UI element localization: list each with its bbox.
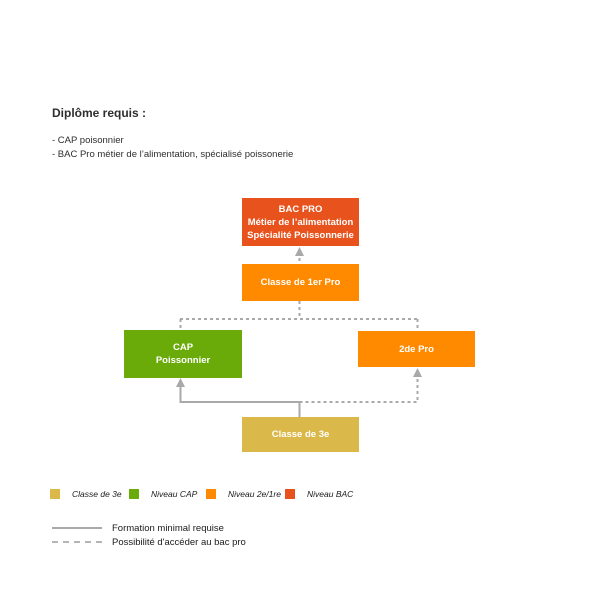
requirement-item-cap: - CAP poisonnier [52,135,124,146]
requirements-list: - CAP poisonnier - BAC Pro métier de l’a… [52,134,293,161]
legend-label-classe-3e: Classe de 3e [72,489,122,499]
solid-line-sample [52,527,102,529]
node-bac-pro: BAC PRO Métier de l’alimentation Spécial… [242,198,359,246]
legend-item-niveau-cap: Niveau CAP [129,489,197,499]
legend-swatch-niveau-cap [129,489,139,499]
legend-swatch-classe-3e [50,489,60,499]
legend-row-solid: Formation minimal requise [52,521,246,535]
legend-label-niveau-bac: Niveau BAC [307,489,354,499]
node-classe-1er-pro-label: Classe de 1er Pro [260,277,341,288]
node-classe-3e-label: Classe de 3e [271,429,330,440]
legend-label-niveau-cap: Niveau CAP [151,489,198,499]
node-cap-line2: Poissonnier [155,355,211,366]
dashed-line-3e-2depro [299,378,419,403]
dashed-line-sample [52,541,102,543]
legend-item-niveau-bac: Niveau BAC [285,489,353,499]
node-bac-pro-line2: Métier de l’alimentation [247,216,354,228]
node-cap-poissonnier: CAP Poissonnier [124,330,242,378]
arrowhead-to-2depro [413,368,422,377]
legend-label-niveau-2e1re: Niveau 2e/1re [228,489,281,499]
legend-label-dashed: Possibilité d'accéder au bac pro [112,536,246,548]
legend-item-niveau-2e1re: Niveau 2e/1re [206,489,281,499]
node-classe-3e: Classe de 3e [242,417,359,452]
legend-swatch-niveau-bac [285,489,295,499]
node-2de-pro-label: 2de Pro [399,343,434,355]
legend-label-solid: Formation minimal requise [112,522,224,534]
node-bac-pro-line3: Spécialité Poissonnerie [247,229,354,241]
requirement-item-bacpro: - BAC Pro métier de l’alimentation, spéc… [52,148,294,160]
arrowhead-to-cap [176,378,185,387]
node-classe-1er-pro: Classe de 1er Pro [242,264,359,301]
solid-line-3e-cap [179,386,301,417]
page-title: Diplôme requis : [52,106,147,120]
line-legend: Formation minimal requise Possibilité d'… [52,521,246,549]
legend-item-classe-3e: Classe de 3e [50,489,122,499]
node-bac-pro-line1: BAC PRO [278,203,323,215]
node-cap-line1: CAP [172,342,194,353]
legend-swatch-niveau-2e1re [206,489,216,499]
legend-row-dashed: Possibilité d'accéder au bac pro [52,535,246,549]
color-legend: Classe de 3e Niveau CAP Niveau 2e/1re Ni… [0,489,600,501]
arrowhead-to-bacpro [295,247,304,256]
node-2de-pro: 2de Pro [358,331,475,367]
